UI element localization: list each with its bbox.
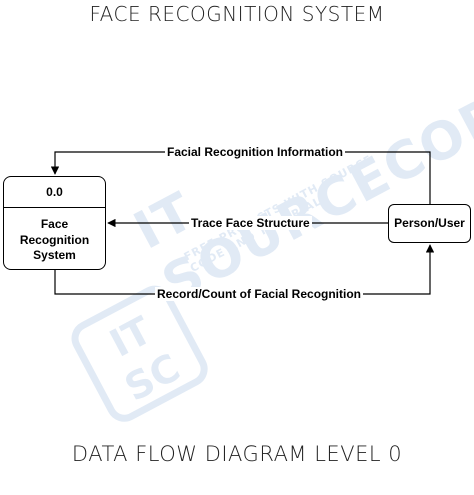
flow-line-facial-recognition-information [50, 151, 431, 204]
flow-label-trace-face-structure: Trace Face Structure [189, 216, 312, 230]
diagram-subtitle: DATA FLOW DIAGRAM LEVEL 0 [71, 442, 403, 466]
process-id: 0.0 [4, 177, 105, 208]
process-face-recognition-system[interactable]: 0.0 Face Recognition System [3, 176, 106, 270]
external-entity-person-user[interactable]: Person/User [388, 204, 471, 243]
flow-label-facial-recognition-information: Facial Recognition Information [165, 145, 346, 159]
diagram-title: FACE RECOGNITION SYSTEM [89, 2, 385, 26]
process-name: Face Recognition System [19, 217, 90, 262]
flow-label-record-count: Record/Count of Facial Recognition [155, 287, 364, 301]
